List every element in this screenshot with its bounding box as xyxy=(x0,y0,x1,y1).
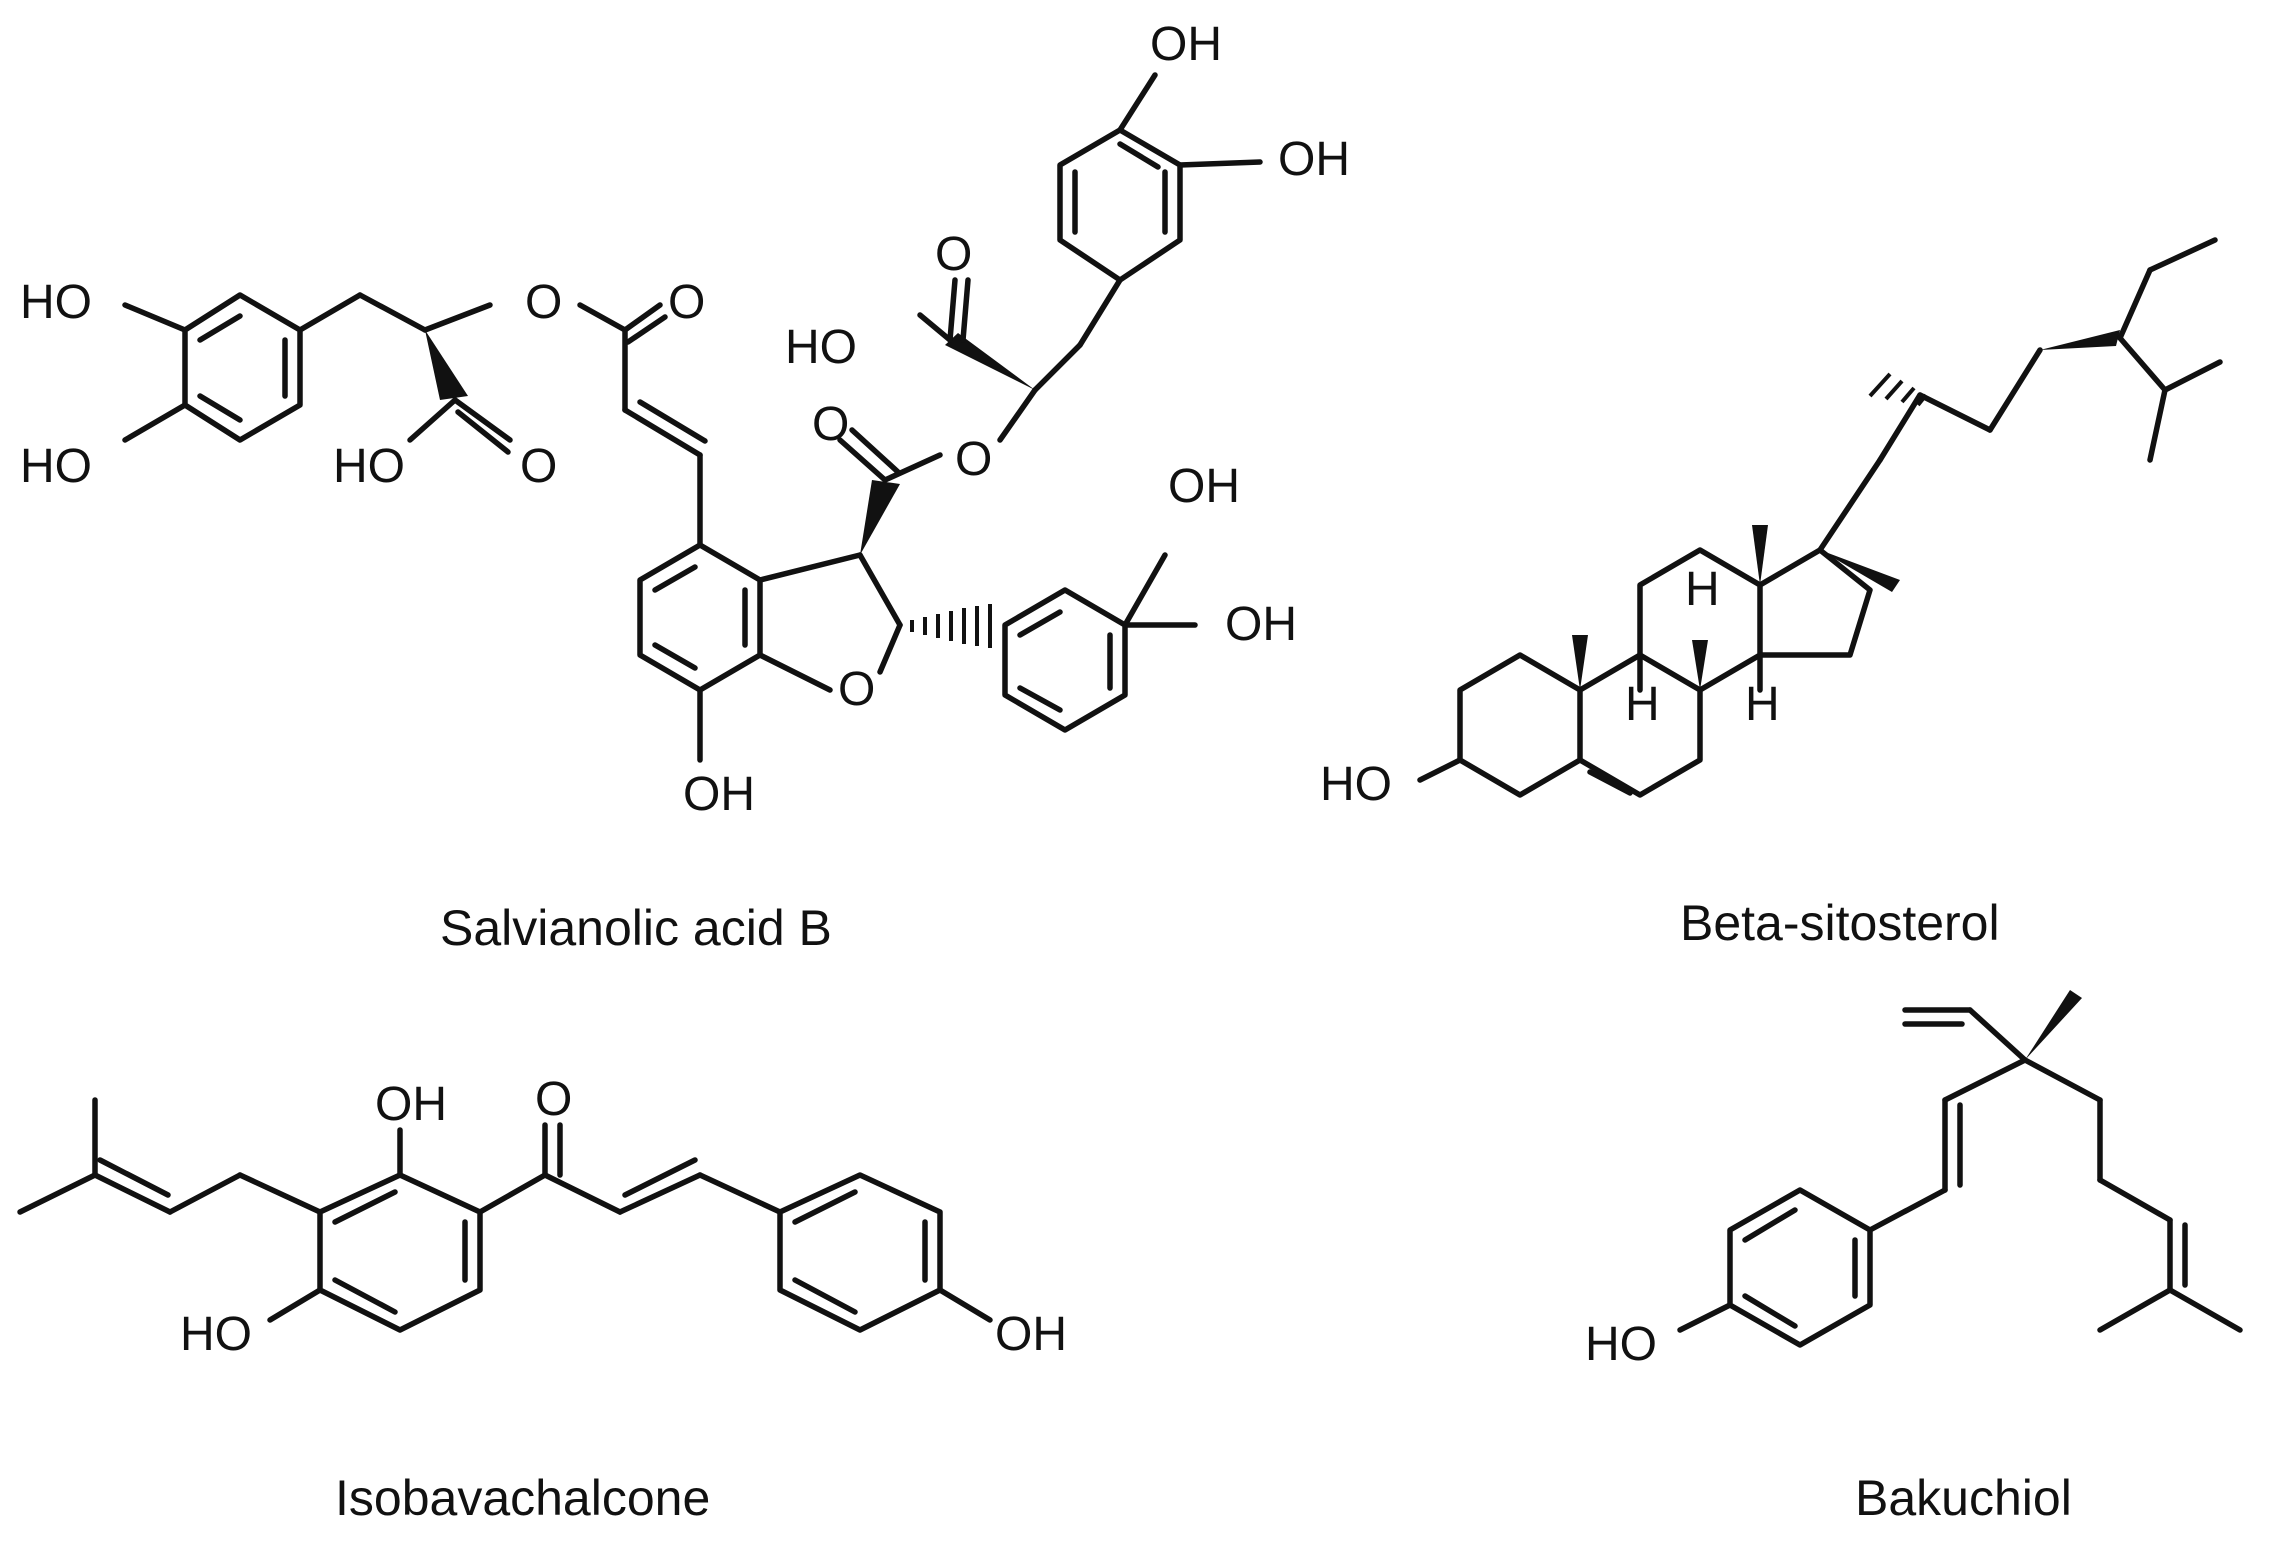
atom-label: OH xyxy=(683,768,755,821)
atom-label: O xyxy=(535,1073,572,1126)
atom-label: OH xyxy=(1225,598,1297,651)
atom-label: OH xyxy=(995,1308,1067,1361)
atom-label: HO xyxy=(180,1308,252,1361)
atom-label: OH xyxy=(1278,133,1350,186)
structure-beta-sitosterol: HO H H H xyxy=(1320,237,2223,811)
hashed-bond xyxy=(1868,372,1928,407)
atom-label: O xyxy=(955,433,992,486)
compound-name: Salvianolic acid B xyxy=(440,900,832,956)
compound-name: Bakuchiol xyxy=(1855,1470,2072,1526)
atom-label: H xyxy=(1745,678,1780,731)
atom-label: OH xyxy=(1168,460,1240,513)
compound-name: Isobavachalcone xyxy=(335,1470,710,1526)
structure-salvianolic-acid-b: HO HO O O HO O OH OH O HO O O OH OH O OH xyxy=(20,18,1350,821)
atom-label: O xyxy=(525,276,562,329)
atom-label: OH xyxy=(375,1078,447,1131)
atom-label: HO xyxy=(20,276,92,329)
atom-label: HO xyxy=(1585,1318,1657,1371)
atom-label: HO xyxy=(1320,758,1392,811)
atom-label: HO xyxy=(333,440,405,493)
atom-label: O xyxy=(935,228,972,281)
atom-label: O xyxy=(812,398,849,451)
atom-label: O xyxy=(838,663,875,716)
atom-label: H xyxy=(1625,678,1660,731)
atom-label: HO xyxy=(20,440,92,493)
structure-isobavachalcone: OH O HO OH xyxy=(17,1073,1067,1361)
atom-label: H xyxy=(1685,563,1720,616)
structure-bakuchiol: HO xyxy=(1585,990,2243,1371)
atom-label: HO xyxy=(785,321,857,374)
atom-label: O xyxy=(520,440,557,493)
atom-label: O xyxy=(668,276,705,329)
compound-name: Beta-sitosterol xyxy=(1680,895,2000,951)
hashed-bond xyxy=(910,604,992,648)
atom-label: OH xyxy=(1150,18,1222,71)
